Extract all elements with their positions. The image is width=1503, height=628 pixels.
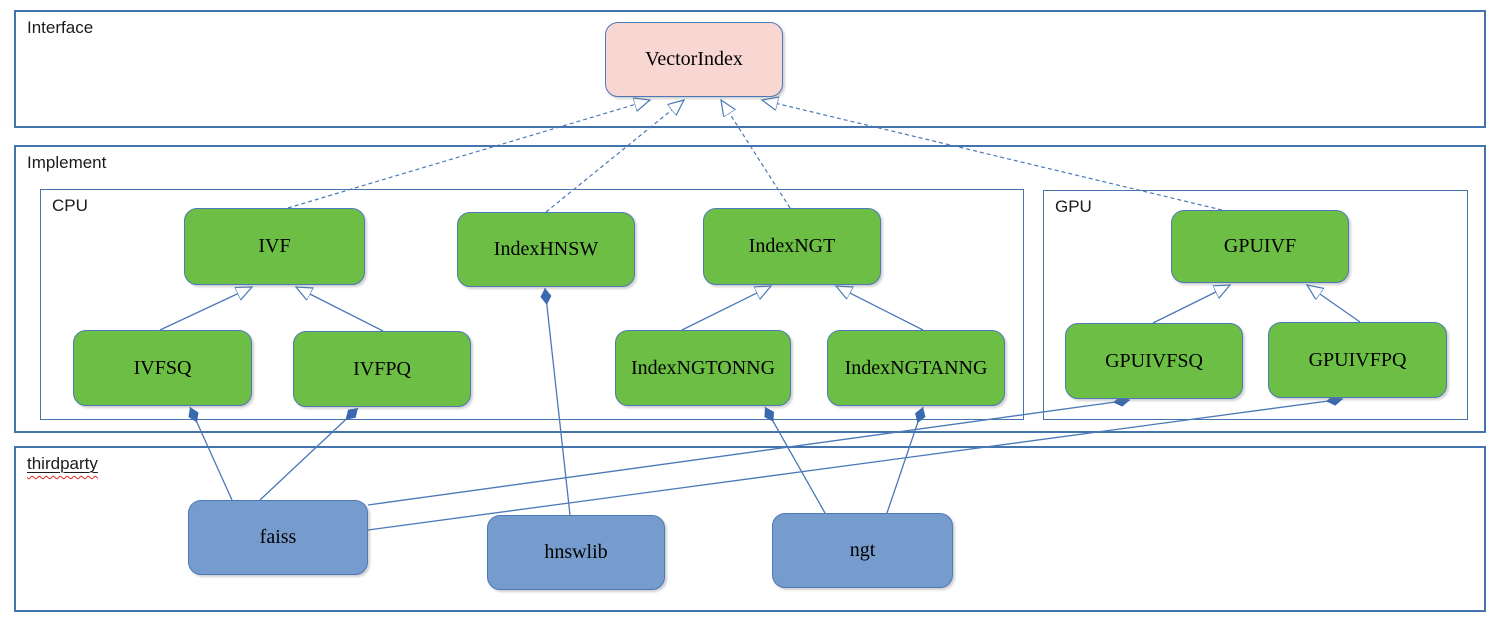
edge-ngt-composes-indexngtanng	[886, 406, 926, 514]
edge-faiss-composes-gpuivfpq	[367, 394, 1344, 531]
edge-indexngt-realizes-vectorindex	[721, 100, 791, 209]
node-ivfsq: IVFSQ	[73, 330, 252, 406]
container-cpu-label: CPU	[52, 196, 88, 215]
node-ngt: ngt	[772, 513, 953, 588]
node-hnswlib: hnswlib	[487, 515, 665, 590]
container-gpu-label: GPU	[1055, 197, 1092, 216]
node-ivfpq-label: IVFPQ	[353, 357, 411, 380]
node-vectorindex-label: VectorIndex	[645, 48, 743, 70]
container-thirdparty-label: thirdparty	[27, 454, 98, 474]
container-cpu: CPU	[40, 189, 1024, 420]
node-indexhnsw-label: IndexHNSW	[493, 238, 599, 260]
node-faiss: faiss	[188, 500, 368, 575]
edge-indexngtanng-extends-indexngt	[836, 286, 924, 331]
node-ivfpq: IVFPQ	[293, 331, 471, 407]
container-gpu: GPU	[1043, 190, 1468, 420]
edge-ivfsq-extends-ivf	[159, 287, 252, 331]
node-ivf-label: IVF	[258, 235, 291, 257]
node-indexngtanng-label: IndexNGTANNG	[844, 356, 988, 379]
node-indexngtonng: IndexNGTONNG	[615, 330, 791, 406]
container-interface-label: Interface	[27, 18, 94, 37]
node-indexngt-label: IndexNGT	[748, 235, 836, 257]
node-ngt-label: ngt	[849, 539, 876, 561]
node-indexngtanng: IndexNGTANNG	[827, 330, 1005, 406]
edge-ivfpq-extends-ivf	[296, 287, 384, 332]
edge-faiss-composes-ivfsq	[188, 406, 233, 501]
edge-indexngtonng-extends-indexngt	[681, 286, 771, 331]
node-hnswlib-label: hnswlib	[544, 541, 608, 563]
node-indexngtonng-label: IndexNGTONNG	[630, 356, 776, 379]
thirdparty-spellcheck-squiggle: thirdparty	[27, 454, 98, 473]
edge-faiss-composes-ivfpq	[259, 407, 359, 501]
edge-ivf-realizes-vectorindex	[287, 100, 650, 209]
node-vectorindex: VectorIndex	[605, 22, 783, 97]
container-thirdparty: thirdparty	[14, 446, 1486, 612]
node-faiss-label: faiss	[259, 526, 297, 548]
edge-ngt-composes-indexngtonng	[764, 406, 826, 514]
node-indexngt: IndexNGT	[703, 208, 881, 285]
edge-gpuivf-realizes-vectorindex	[762, 100, 1223, 211]
edge-hnswlib-composes-indexhnsw	[540, 287, 571, 516]
node-gpuivf: GPUIVF	[1171, 210, 1349, 283]
edge-indexhnsw-realizes-vectorindex	[545, 100, 684, 213]
container-interface: Interface	[14, 10, 1486, 128]
node-ivf: IVF	[184, 208, 365, 285]
edge-faiss-composes-gpuivfsq	[367, 395, 1131, 506]
node-indexhnsw: IndexHNSW	[457, 212, 635, 287]
edge-gpuivfsq-extends-gpuivf	[1152, 285, 1230, 324]
node-gpuivfsq-label: GPUIVFSQ	[1105, 349, 1203, 372]
container-implement-label: Implement	[27, 153, 107, 172]
node-gpuivfpq: GPUIVFPQ	[1268, 322, 1447, 398]
node-gpuivfsq: GPUIVFSQ	[1065, 323, 1243, 399]
node-gpuivfpq-label: GPUIVFPQ	[1308, 348, 1407, 371]
edge-gpuivfpq-extends-gpuivf	[1307, 285, 1361, 323]
node-gpuivf-label: GPUIVF	[1223, 235, 1297, 257]
node-ivfsq-label: IVFSQ	[133, 356, 192, 379]
